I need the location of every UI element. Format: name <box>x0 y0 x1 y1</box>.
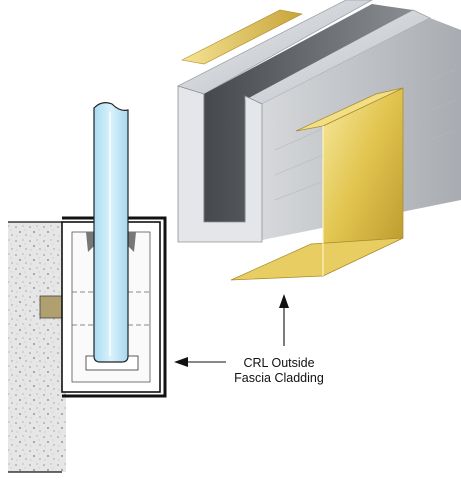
callout-arrow-up <box>279 294 289 346</box>
concrete-wall <box>8 221 66 473</box>
fascia-cladding-piece <box>230 87 404 281</box>
fascia-cladding-callout: CRL Outside Fascia Cladding <box>224 356 334 386</box>
callout-line-2: Fascia Cladding <box>234 371 324 385</box>
brass-top-strip <box>181 9 303 65</box>
glass-panel <box>93 102 129 363</box>
callout-line-1: CRL Outside <box>243 356 315 370</box>
callout-arrow-left <box>174 357 226 367</box>
